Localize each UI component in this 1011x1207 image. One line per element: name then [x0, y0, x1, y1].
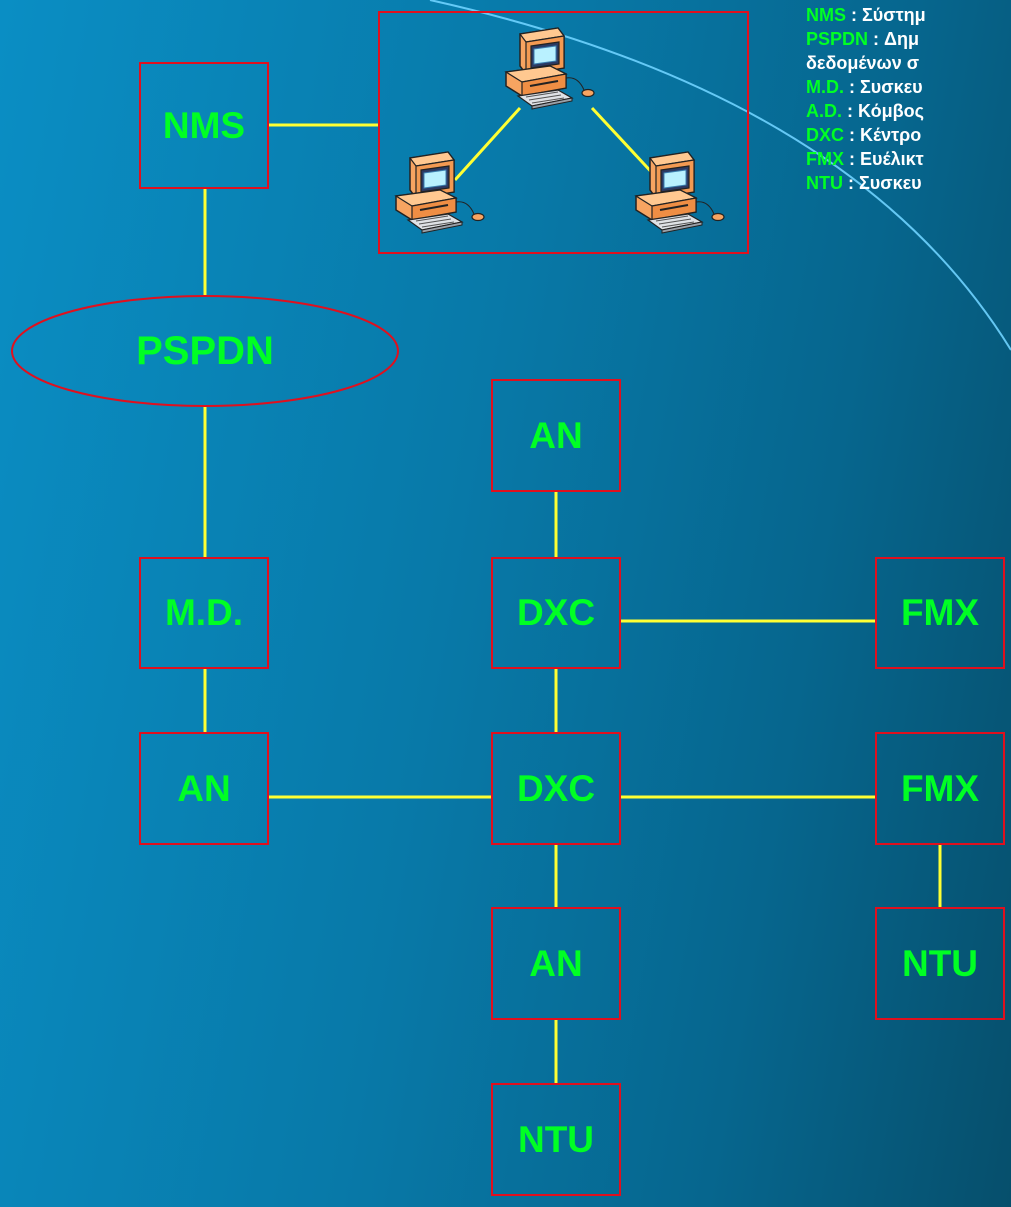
node-ntu-bottom: NTU — [491, 1083, 621, 1196]
node-fmx-upper: FMX — [875, 557, 1005, 669]
node-an-top: AN — [491, 379, 621, 492]
computer-icon — [636, 152, 724, 233]
legend-row-md: M.D. : Συσκευ — [806, 75, 1011, 99]
legend: NMS : Σύστημ PSPDN : Δημ δεδομένων σ M.D… — [806, 3, 1011, 195]
node-ntu-right: NTU — [875, 907, 1005, 1020]
legend-row-ad: A.D. : Κόμβος — [806, 99, 1011, 123]
legend-row-nms: NMS : Σύστημ — [806, 3, 1011, 27]
legend-row-pspdn: PSPDN : Δημ — [806, 27, 1011, 51]
link-pc-top-left — [455, 108, 520, 180]
link-pc-top-right — [592, 108, 657, 178]
node-dxc-lower: DXC — [491, 732, 621, 845]
computer-icon — [506, 28, 594, 109]
legend-row-dxc: DXC : Κέντρο — [806, 123, 1011, 147]
legend-row-fmx: FMX : Ευέλικτ — [806, 147, 1011, 171]
legend-row-ntu: NTU : Συσκευ — [806, 171, 1011, 195]
node-fmx-lower: FMX — [875, 732, 1005, 845]
node-pspdn-label: PSPDN — [12, 296, 398, 406]
node-dxc-upper: DXC — [491, 557, 621, 669]
node-an-left: AN — [139, 732, 269, 845]
node-nms: NMS — [139, 62, 269, 189]
node-md: M.D. — [139, 557, 269, 669]
node-an-bottom: AN — [491, 907, 621, 1020]
legend-row-pspdn-cont: δεδομένων σ — [806, 51, 1011, 75]
